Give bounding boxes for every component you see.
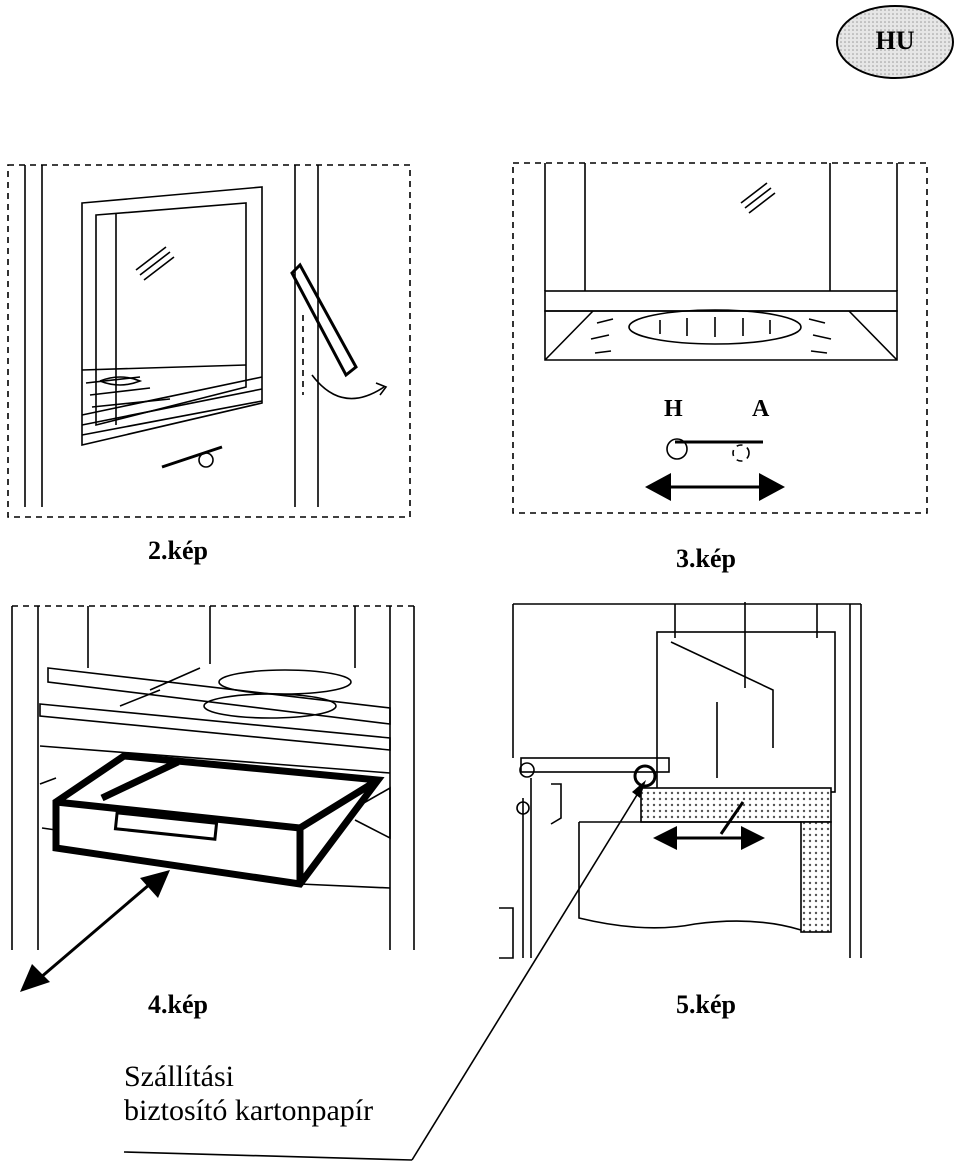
figure-2-door-illustration xyxy=(7,164,411,518)
figure-3-air-control-illustration xyxy=(512,162,928,514)
note-line-2: biztosító kartonpapír xyxy=(124,1094,374,1127)
figure-2-caption: 2.kép xyxy=(148,536,208,565)
figure-3-caption: 3.kép xyxy=(676,544,736,573)
language-badge-shape xyxy=(836,5,954,79)
figure-4-caption: 4.kép xyxy=(148,990,208,1019)
language-badge-text: HU xyxy=(875,26,915,55)
transport-cardboard-note: Szállítási biztosító kartonpapír xyxy=(124,1060,373,1128)
note-line-1: Szállítási xyxy=(124,1060,234,1093)
figure-4-ash-drawer-illustration xyxy=(11,605,416,992)
figure-3-label-h: H xyxy=(664,396,683,422)
figure-5-transport-cardboard-illustration xyxy=(499,602,862,959)
figure-5-caption: 5.kép xyxy=(676,990,736,1019)
figure-3-label-a: A xyxy=(752,396,770,422)
